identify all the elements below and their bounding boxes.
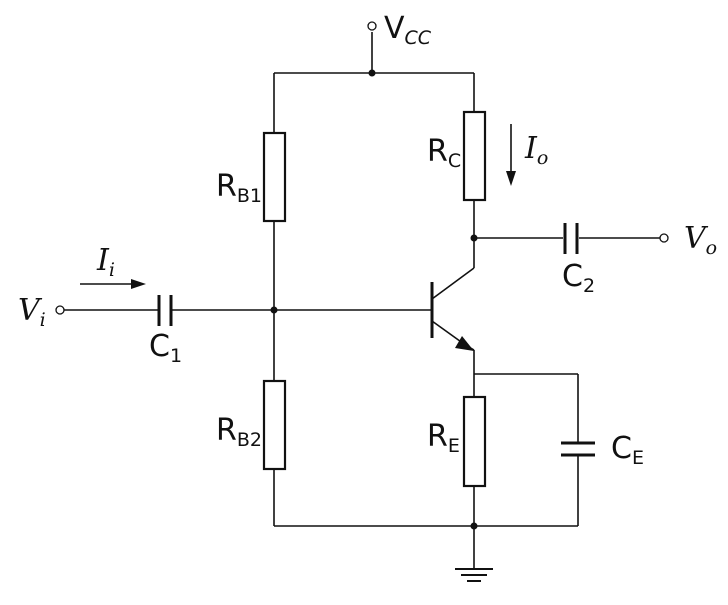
label-re: RE <box>427 419 460 457</box>
label-vo: Vo <box>684 221 717 259</box>
label-ii: Ii <box>96 243 115 281</box>
capacitor-c1 <box>157 295 173 326</box>
resistor-rc <box>462 110 487 202</box>
junction-ground <box>470 522 478 530</box>
label-vi: Vi <box>18 293 46 331</box>
capacitor-ce <box>561 441 595 457</box>
resistor-rb1 <box>262 131 287 223</box>
output-current-arrow-icon <box>506 124 516 186</box>
vi-terminal <box>55 305 65 315</box>
wires <box>64 32 660 569</box>
capacitor-c2 <box>563 223 579 254</box>
emitter-arrow-icon <box>455 336 474 351</box>
label-rb1: RB1 <box>216 169 262 207</box>
label-rb2: RB2 <box>216 413 262 451</box>
label-rc: RC <box>427 134 461 172</box>
junction-collector <box>470 234 478 242</box>
ground-icon <box>455 568 493 582</box>
label-c2: C2 <box>562 259 595 297</box>
junction-vcc <box>368 69 376 77</box>
vo-terminal <box>659 233 669 243</box>
label-ce: CE <box>611 431 644 469</box>
junction-dots <box>270 69 478 530</box>
npn-transistor <box>430 267 475 351</box>
label-vcc: VCC <box>384 11 432 49</box>
junction-base <box>270 306 278 314</box>
label-io: Io <box>524 131 548 169</box>
resistor-re <box>462 395 487 488</box>
label-c1: C1 <box>149 329 182 367</box>
resistor-rb2 <box>262 379 287 471</box>
vcc-terminal <box>367 21 377 31</box>
input-current-arrow-icon <box>80 279 146 289</box>
